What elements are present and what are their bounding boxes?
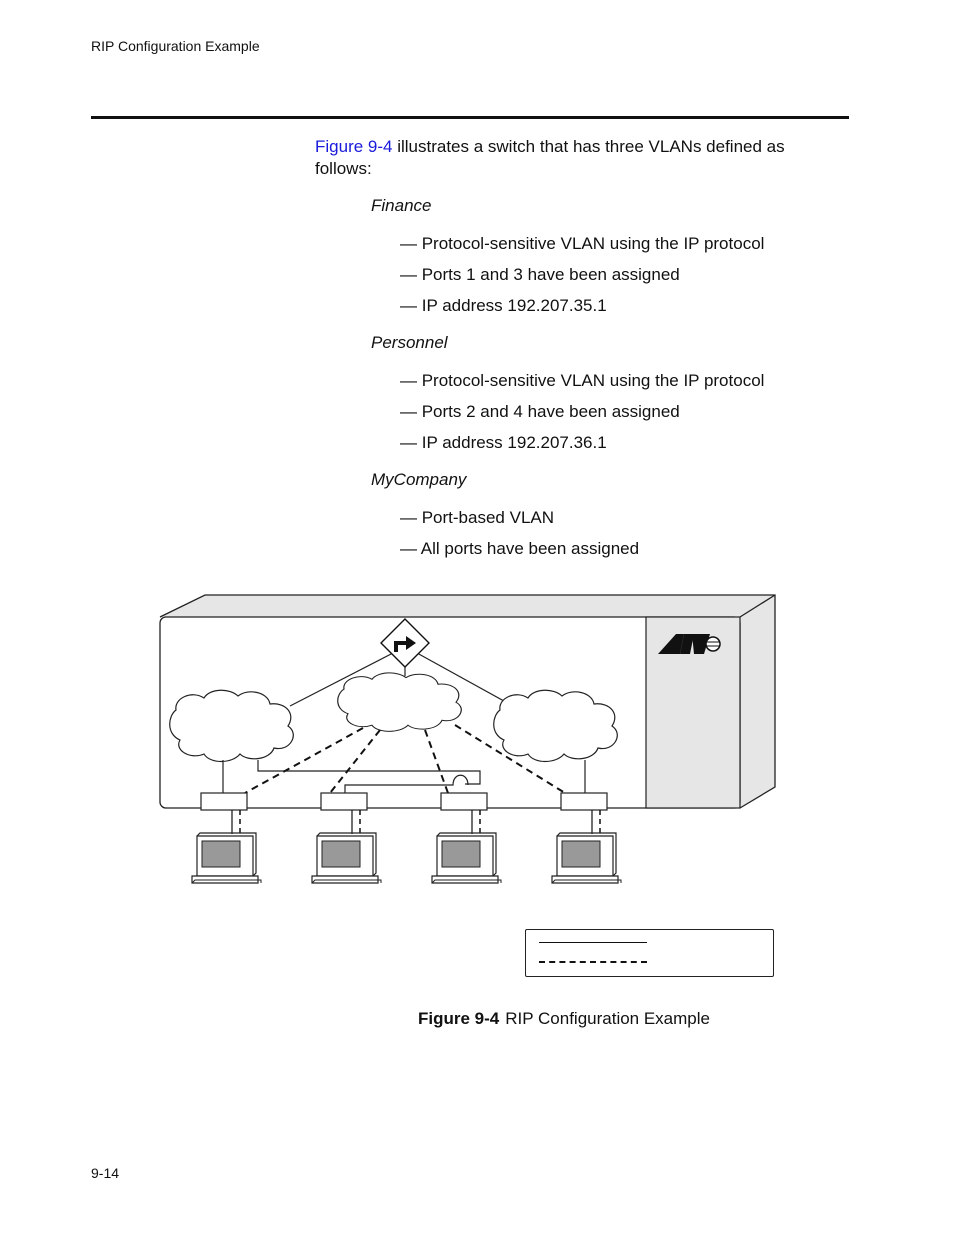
legend-solid-line	[539, 942, 647, 943]
router-icon	[380, 618, 430, 668]
vlan-item: — All ports have been assigned	[400, 539, 640, 558]
workstation-icon-3	[431, 832, 502, 884]
vlan-name-finance: Finance	[371, 196, 432, 215]
header-rule	[91, 116, 849, 119]
vendor-logo-icon	[658, 634, 721, 654]
workstation-icon-2	[311, 832, 382, 884]
figure-caption-label: Figure 9-4	[418, 1009, 500, 1028]
vlan-name-personnel: Personnel	[371, 333, 448, 352]
vlan-item: — Protocol-sensitive VLAN using the IP p…	[400, 371, 765, 390]
figure-caption: Figure 9-4 RIP Configuration Example	[418, 1009, 710, 1029]
workstation-icon-4	[551, 832, 622, 884]
vlan-item: — Ports 1 and 3 have been assigned	[400, 265, 680, 284]
vlan-item: — Ports 2 and 4 have been assigned	[400, 402, 680, 421]
vlan-item: — Port-based VLAN	[400, 508, 555, 527]
figure-link[interactable]: Figure 9-4	[315, 137, 393, 156]
intro-paragraph: Figure 9-4 illustrates a switch that has…	[315, 136, 815, 180]
network-diagram	[159, 594, 776, 884]
page-number: 9-14	[91, 1165, 120, 1181]
port-4	[560, 792, 608, 811]
vlan-item: — IP address 192.207.35.1	[400, 296, 607, 315]
diagram-legend	[525, 929, 774, 977]
port-2	[320, 792, 368, 811]
switch-side-panel	[645, 616, 741, 809]
vlan-item: — Protocol-sensitive VLAN using the IP p…	[400, 234, 765, 253]
running-header: RIP Configuration Example	[91, 38, 260, 54]
vlan-item: — IP address 192.207.36.1	[400, 433, 607, 452]
vlan-name-mycompany: MyCompany	[371, 470, 467, 489]
intro-text: illustrates a switch that has three VLAN…	[315, 137, 785, 178]
port-3	[440, 792, 488, 811]
workstation-icon-1	[191, 832, 262, 884]
legend-dashed-line	[539, 961, 647, 963]
figure-caption-text: RIP Configuration Example	[505, 1009, 710, 1028]
port-1	[200, 792, 248, 811]
